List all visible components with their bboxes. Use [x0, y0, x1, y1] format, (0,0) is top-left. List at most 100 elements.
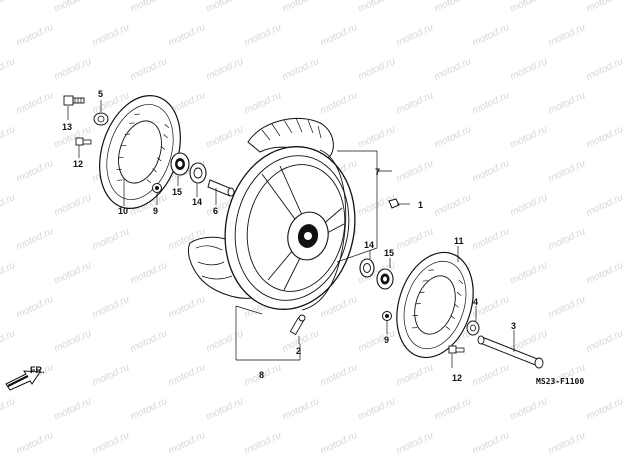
watermark-text: motod.ru — [0, 124, 17, 151]
watermark-text: motod.ru — [129, 396, 170, 423]
wheel-rim — [224, 146, 356, 311]
watermark-text: motod.ru — [243, 430, 284, 457]
watermark-text: motod.ru — [585, 260, 625, 287]
watermark-text: motod.ru — [471, 22, 512, 49]
callout-9-upper: 9 — [153, 206, 158, 216]
watermark-text: motod.ru — [433, 396, 474, 423]
bolt-12-upper — [75, 137, 92, 146]
watermark-text: motod.ru — [509, 192, 550, 219]
watermark-text: motod.ru — [395, 90, 436, 117]
watermark-text: motod.ru — [395, 158, 436, 185]
watermark-text: motod.ru — [129, 56, 170, 83]
watermark-text: motod.ru — [509, 0, 550, 15]
watermark-text: motod.ru — [0, 0, 17, 15]
front-direction-arrow: FR. — [5, 365, 45, 391]
watermark-text: motod.ru — [585, 0, 625, 15]
watermark-text: motod.ru — [433, 192, 474, 219]
seal-15-lower — [376, 268, 394, 290]
watermark-text: motod.ru — [15, 90, 56, 117]
watermark-text: motod.ru — [585, 56, 625, 83]
watermark-text: motod.ru — [281, 328, 322, 355]
watermark-text: motod.ru — [471, 158, 512, 185]
nut-9-lower — [382, 311, 392, 321]
callout-15-upper: 15 — [172, 187, 182, 197]
watermark-text: motod.ru — [53, 124, 94, 151]
watermark-text: motod.ru — [91, 362, 132, 389]
watermark-text: motod.ru — [547, 430, 588, 457]
watermark-text: motod.ru — [15, 226, 56, 253]
collar-5 — [93, 112, 109, 126]
watermark-text: motod.ru — [15, 22, 56, 49]
valve — [289, 314, 306, 336]
watermark-text: motod.ru — [205, 396, 246, 423]
watermark-text: motod.ru — [53, 260, 94, 287]
watermark-text: motod.ru — [281, 56, 322, 83]
watermark-text: motod.ru — [471, 430, 512, 457]
right-brake-disc — [396, 251, 474, 359]
watermark-text: motod.ru — [319, 22, 360, 49]
watermark-text: motod.ru — [585, 192, 625, 219]
watermark-text: motod.ru — [509, 260, 550, 287]
watermark-text: motod.ru — [53, 328, 94, 355]
leader-lines — [67, 100, 515, 368]
watermark-text: motod.ru — [167, 362, 208, 389]
watermark-text: motod.ru — [395, 22, 436, 49]
bolt-12-lower — [448, 345, 465, 354]
watermark-text: motod.ru — [91, 430, 132, 457]
callout-1: 1 — [418, 200, 423, 210]
watermark-text: motod.ru — [15, 158, 56, 185]
callout-8: 8 — [259, 370, 264, 380]
watermark-text: motod.ru — [0, 260, 17, 287]
watermark-text: motod.ru — [0, 56, 17, 83]
watermark-text: motod.ru — [53, 192, 94, 219]
callout-15-lower: 15 — [384, 248, 394, 258]
watermark-text: motod.ru — [0, 192, 17, 219]
flange-bolt-13 — [63, 95, 85, 106]
seal-15-upper — [170, 152, 190, 176]
callout-12-upper: 12 — [73, 159, 83, 169]
watermark-text: motod.ru — [205, 124, 246, 151]
watermark-text: motod.ru — [167, 430, 208, 457]
tire-top — [247, 117, 334, 159]
nut-9-upper — [152, 183, 162, 193]
watermark-text: motod.ru — [0, 396, 17, 423]
callout-7: 7 — [375, 167, 380, 177]
watermark-text: motod.ru — [243, 90, 284, 117]
watermark-text: motod.ru — [471, 226, 512, 253]
callout-labels: 1 2 3 4 5 6 7 8 9 9 10 11 12 12 13 14 14… — [62, 89, 516, 383]
watermark-text: motod.ru — [167, 22, 208, 49]
watermark-text: motod.ru — [281, 396, 322, 423]
watermark-text: motod.ru — [433, 124, 474, 151]
watermark-text: motod.ru — [357, 396, 398, 423]
watermark-text: motod.ru — [319, 90, 360, 117]
watermark-text: motod.ru — [0, 328, 17, 355]
watermark-text: motod.ru — [585, 396, 625, 423]
watermark-text: motod.ru — [509, 56, 550, 83]
watermark-text: motod.ru — [547, 22, 588, 49]
callout-14-upper: 14 — [192, 197, 202, 207]
callout-6: 6 — [213, 206, 218, 216]
watermark-text: motod.ru — [547, 294, 588, 321]
collar-4 — [466, 320, 480, 336]
watermark-text: motod.ru — [53, 0, 94, 15]
callout-2: 2 — [296, 346, 301, 356]
watermark-text: motod.ru — [91, 22, 132, 49]
watermark-text: motod.ru — [471, 90, 512, 117]
watermark-text: motod.ru — [167, 294, 208, 321]
watermark-text: motod.ru — [547, 158, 588, 185]
watermark-text: motod.ru — [319, 362, 360, 389]
callout-14-lower: 14 — [364, 240, 374, 250]
watermark-text: motod.ru — [281, 0, 322, 15]
watermark-text: motod.ru — [357, 124, 398, 151]
watermark-text: motod.ru — [509, 396, 550, 423]
clip-1 — [388, 198, 400, 209]
watermark-text: motod.ru — [91, 226, 132, 253]
watermark-text: motod.ru — [395, 430, 436, 457]
watermark-text: motod.ru — [243, 22, 284, 49]
watermark-text: motod.ru — [547, 90, 588, 117]
left-brake-disc — [99, 95, 181, 209]
callout-3: 3 — [511, 321, 516, 331]
watermark-text: motod.ru — [585, 328, 625, 355]
watermark-text: motod.ru — [205, 328, 246, 355]
callout-5: 5 — [98, 89, 103, 99]
